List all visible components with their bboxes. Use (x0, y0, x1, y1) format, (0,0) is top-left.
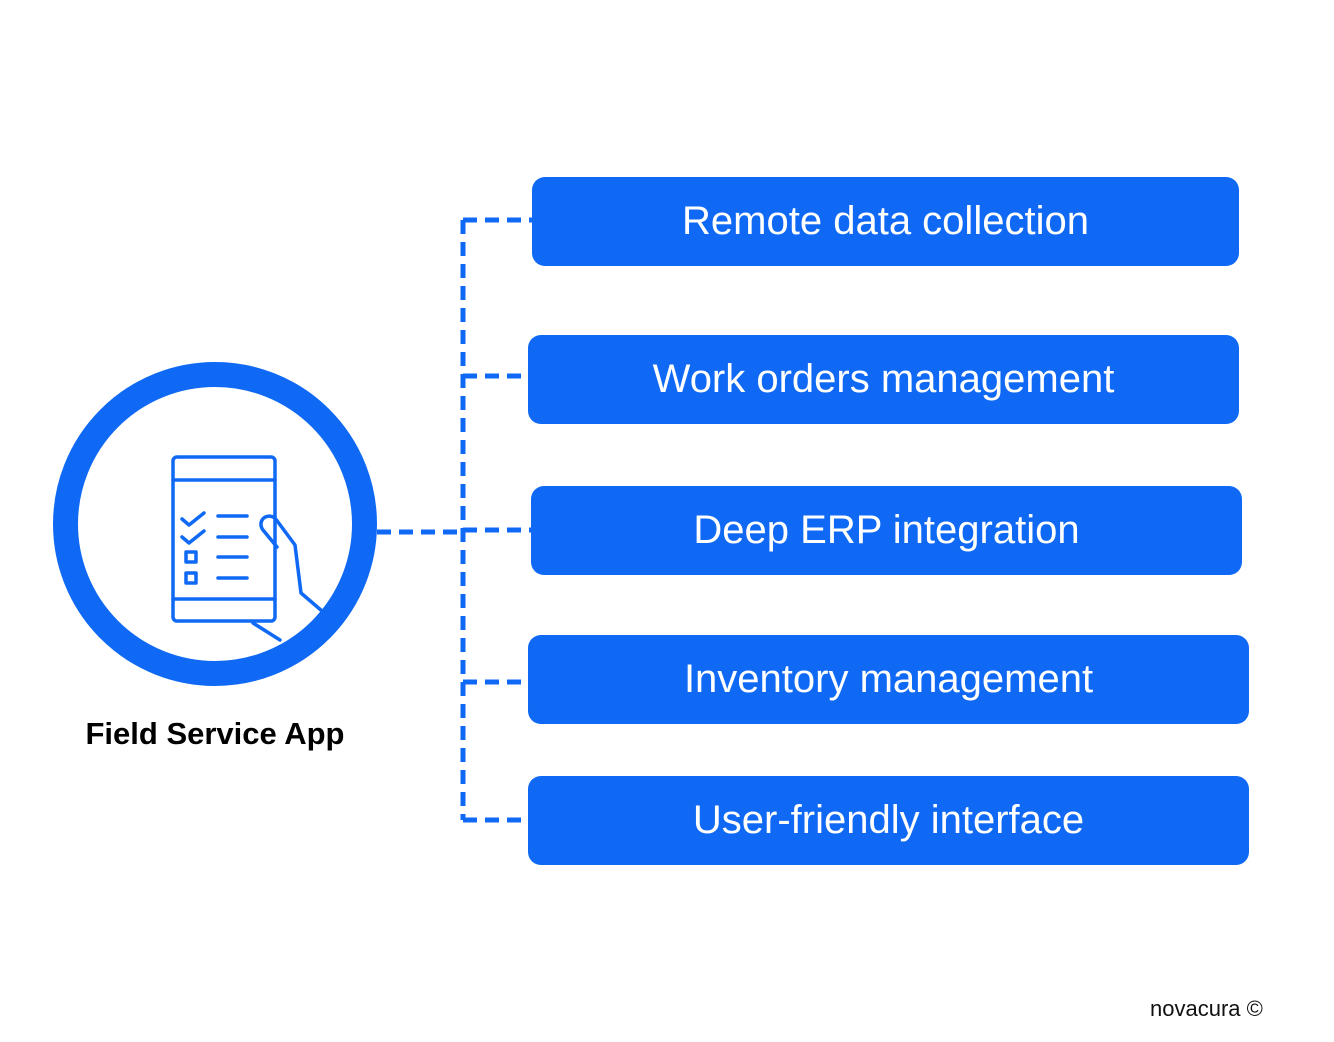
app-icon-circle (53, 362, 377, 686)
feature-box-deep-erp-integration: Deep ERP integration (531, 486, 1242, 575)
copyright-text: novacura © (1150, 996, 1263, 1021)
feature-label: Remote data collection (682, 199, 1089, 243)
feature-label: Inventory management (683, 657, 1094, 701)
feature-label: User-friendly interface (692, 798, 1085, 842)
mobile-checklist-in-hand-icon (171, 455, 324, 642)
feature-label: Work orders management (652, 357, 1115, 401)
feature-box-work-orders-management: Work orders management (528, 335, 1239, 424)
feature-label: Deep ERP integration (693, 508, 1080, 552)
feature-box-remote-data-collection: Remote data collection (532, 177, 1239, 266)
app-label: Field Service App (85, 716, 345, 751)
feature-box-user-friendly-interface: User-friendly interface (528, 776, 1249, 865)
feature-box-inventory-management: Inventory management (528, 635, 1249, 724)
